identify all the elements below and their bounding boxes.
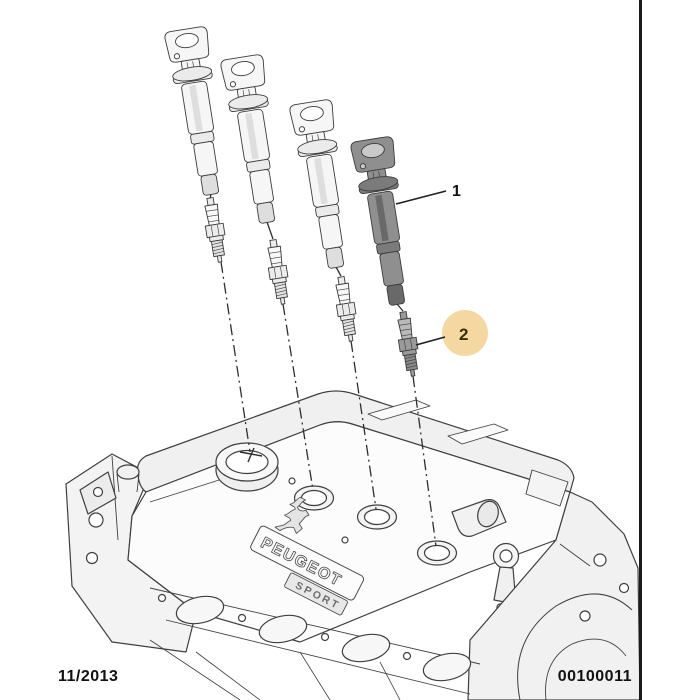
spark-plug-well-2 <box>293 485 335 511</box>
page-border-right <box>639 0 642 700</box>
callout-1-number[interactable]: 1 <box>452 183 461 200</box>
oil-filler-cap <box>215 442 279 492</box>
ignition-coil-1 <box>163 25 233 199</box>
spark-plug-2 <box>263 238 293 306</box>
spark-plug-1 <box>200 196 230 264</box>
callout-2-leader <box>415 336 446 346</box>
footer-document-number: 00100011 <box>557 668 632 685</box>
exhaust-flange <box>149 587 481 700</box>
spark-plug-3 <box>331 275 361 343</box>
highlight-circle[interactable] <box>442 310 488 356</box>
ignition-coil-4 <box>349 135 419 309</box>
callout-2-number[interactable]: 2 <box>459 325 468 344</box>
spark-plug-well-4 <box>416 540 458 566</box>
engine-assembly: PEUGEOT SPORT <box>65 390 641 700</box>
breather-stub <box>451 499 507 537</box>
footer-date: 11/2013 <box>58 668 119 685</box>
spark-plug-well-3 <box>356 504 398 530</box>
axis-leader-lines <box>209 193 437 547</box>
ignition-coil-3 <box>288 98 358 272</box>
cover-stub <box>116 464 140 493</box>
peugeot-lion-icon <box>274 496 310 534</box>
callout-1[interactable]: 1 <box>395 183 461 205</box>
engine-block-right <box>467 491 641 700</box>
callout-1-leader <box>395 190 447 205</box>
ignition-coil-2 <box>219 53 289 227</box>
callout-2[interactable]: 2 <box>415 310 488 356</box>
